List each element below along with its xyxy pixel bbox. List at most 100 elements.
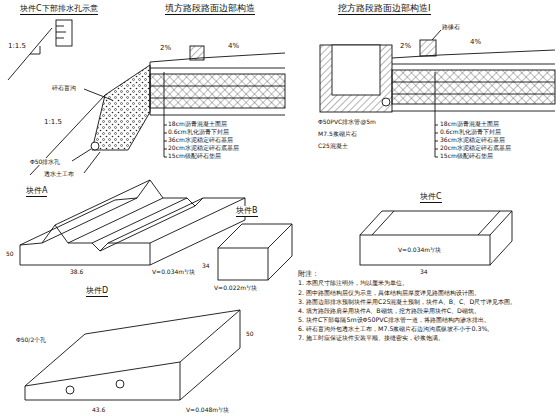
cut-section-stroke — [320, 45, 392, 112]
part-label: Φ50PVC排水管@5m — [318, 118, 376, 125]
note-text: 6. 碎石盲沟外包透水土工布，M7.5浆砌片石边沟沟底纵坡不小于0.3%。 — [298, 325, 554, 333]
note-text: 2. 图中路面结构层仅为示意，具体结构层厚度详见路面结构设计图。 — [298, 289, 554, 297]
drainage-hole-sketch-stroke — [56, 20, 72, 46]
part-label: 透水土工布 — [44, 170, 74, 177]
cut-section-stroke — [392, 64, 555, 65]
drainage-hole-sketch-stroke — [30, 54, 40, 55]
slope-ratio: 1:1.5 — [8, 42, 26, 50]
block-d-stroke — [25, 362, 180, 400]
block-c-stroke — [360, 235, 490, 265]
cut-section-stroke — [435, 141, 438, 142]
block-a-stroke — [68, 198, 163, 243]
drawing-title: 填方路段路面边部构造 — [165, 3, 255, 15]
fill-section-stroke — [30, 95, 105, 175]
fill-section-stroke — [150, 86, 285, 87]
note-text: 4. 填方路段路肩采用块件A、B砌筑，挖方路段采用块件C、D砌筑。 — [298, 307, 554, 315]
fill-section-stroke — [92, 65, 150, 150]
fill-section-stroke — [164, 149, 167, 150]
cut-section-stroke — [435, 133, 438, 134]
block-a-stroke — [20, 225, 150, 265]
block-b-stroke — [218, 224, 292, 248]
block-d-stroke — [180, 310, 240, 400]
volume-label: V=0.034m³/块 — [152, 268, 195, 275]
fill-section-stroke — [164, 72, 165, 157]
layer-label: 36cm水泥稳定碎石基层 — [440, 136, 505, 143]
volume-label: V=0.022m³/块 — [214, 284, 257, 291]
block-d-stroke — [66, 386, 74, 394]
cut-section-stroke — [435, 149, 438, 150]
cross-slope: 4% — [470, 38, 481, 46]
block-b-stroke — [268, 224, 292, 280]
dimension: 50 — [6, 250, 14, 257]
part-label: 碎石盲沟 — [52, 84, 76, 91]
block-name: 块件C — [420, 192, 442, 203]
layer-label: 0.6cm乳化沥青下封层 — [440, 128, 501, 135]
cross-slope: 2% — [400, 42, 411, 50]
fill-section-stroke — [190, 46, 204, 60]
block-d-stroke — [25, 310, 240, 386]
fill-section-stroke — [91, 142, 99, 150]
layer-label: 20cm水泥稳定碎石底基层 — [168, 144, 239, 151]
cut-section-stroke — [435, 157, 438, 158]
dimension: 43.6 — [92, 406, 105, 413]
cross-slope: 2% — [160, 44, 171, 52]
cut-section-stroke — [392, 50, 555, 58]
drainage-hole-sketch — [8, 20, 72, 80]
volume-label: V=0.034m³/块 — [398, 246, 441, 253]
cut-section — [320, 30, 555, 157]
fill-section-stroke — [84, 152, 100, 173]
layer-label: 15cm级配碎石垫层 — [168, 152, 221, 159]
notes-heading: 附注： — [298, 270, 319, 278]
cut-section-stroke — [432, 30, 441, 40]
block-c — [360, 211, 512, 265]
cut-section-stroke — [392, 111, 555, 112]
note-text: 3. 路面边部排水预制块件采用C25混凝土预制，块件A、B、C、D尺寸详见本图。 — [298, 298, 554, 306]
drainage-hole-sketch-stroke — [8, 28, 52, 80]
cut-section-stroke — [392, 94, 555, 95]
block-a-stroke — [108, 198, 203, 243]
note-text: 1. 本图尺寸除注明外，均以厘米为单位。 — [298, 279, 554, 287]
dimension: 34 — [420, 268, 428, 275]
block-d-stroke — [116, 380, 124, 388]
fill-section-stroke — [150, 115, 285, 116]
cut-section-stroke — [392, 70, 555, 104]
part-label: M7.5浆砌片石 — [318, 130, 357, 137]
drawing-title: 块件C下部排水孔示意 — [20, 4, 98, 15]
note-text: 7. 施工时应保证块件安装平顺、接缝密实，砂浆饱满。 — [298, 334, 554, 342]
fill-section-stroke — [164, 141, 167, 142]
part-label: 路缘石 — [442, 23, 460, 30]
fill-section-stroke — [164, 133, 167, 134]
layer-label: 15cm级配碎石垫层 — [440, 152, 493, 159]
fill-section-stroke — [150, 53, 285, 62]
block-c-stroke — [372, 211, 394, 235]
block-c-stroke — [478, 211, 500, 235]
block-name: 块件D — [86, 286, 108, 297]
layer-label: 18cm沥青混凝土面层 — [440, 120, 499, 127]
part-label: C25混凝土 — [318, 142, 348, 149]
drainage-hole-sketch-stroke — [56, 32, 66, 33]
cut-section-stroke — [420, 40, 436, 56]
part-label: Φ50排水孔 — [30, 158, 60, 165]
cut-section-stroke — [435, 125, 438, 126]
block-a-stroke — [150, 198, 245, 243]
drainage-hole-sketch-stroke — [40, 46, 41, 54]
cut-section-stroke — [435, 72, 436, 157]
volume-label: V=0.048m³/块 — [186, 406, 229, 413]
fill-section-stroke — [150, 68, 285, 69]
block-a-stroke — [92, 198, 187, 243]
slope-ratio: 1:1.5 — [44, 118, 62, 126]
cut-section-stroke — [382, 98, 390, 106]
fill-section-stroke — [150, 62, 151, 115]
fill-section-stroke — [164, 157, 167, 158]
cut-section-stroke — [332, 45, 380, 95]
dimension: 34 — [202, 262, 210, 269]
dimension: 38.6 — [70, 268, 83, 275]
block-a — [20, 180, 245, 265]
block-b-stroke — [218, 248, 268, 280]
fill-section-stroke — [84, 89, 112, 100]
layer-label: 36cm水泥稳定碎石基层 — [168, 136, 233, 143]
block-d — [25, 310, 240, 400]
block-name: 块件B — [236, 206, 258, 217]
